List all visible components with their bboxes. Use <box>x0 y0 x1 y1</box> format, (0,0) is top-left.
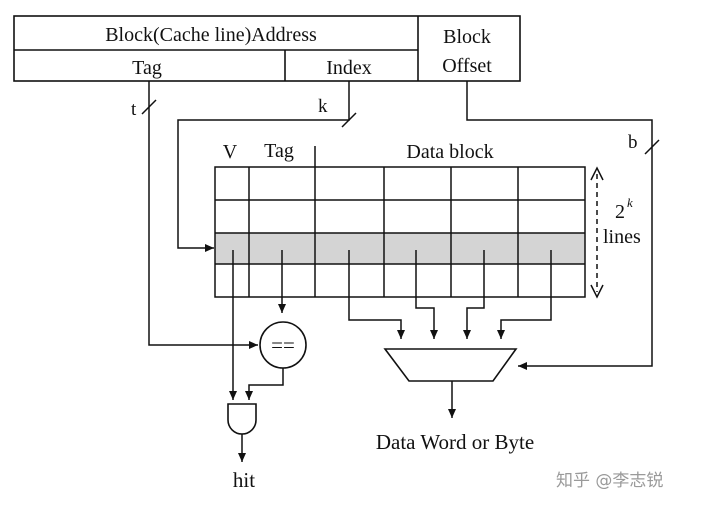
data-block-header: Data block <box>406 141 493 163</box>
hit-label: hit <box>233 468 255 492</box>
index-field-label: Index <box>326 57 372 79</box>
block-offset-label-2: Offset <box>442 55 492 77</box>
tag-bus-slash <box>141 99 157 115</box>
cache-table-grid <box>214 166 586 298</box>
data-word-3-wire <box>463 250 485 339</box>
address-register <box>13 15 521 82</box>
tag-field-label: Tag <box>132 57 162 79</box>
tag-bits-label: t <box>131 99 137 120</box>
data-word-2-wire <box>415 250 438 339</box>
offset-bus-slash <box>644 139 660 155</box>
address-register-frame <box>13 15 521 82</box>
lines-count-base: 2 <box>615 201 625 223</box>
block-offset-label-1: Block <box>443 26 491 48</box>
index-bus-wire <box>177 81 350 252</box>
tag-bus-wire <box>148 81 258 349</box>
lines-count-exponent: k <box>627 195 633 210</box>
index-bus-slash <box>341 112 357 128</box>
and-gate <box>227 403 257 435</box>
data-word-1-wire <box>348 250 405 339</box>
data-word-output-label: Data Word or Byte <box>376 430 534 454</box>
lines-dimension-arrow-up <box>590 166 604 181</box>
block-address-label: Block(Cache line)Address <box>105 24 317 46</box>
data-multiplexer <box>383 348 518 382</box>
data-word-4-wire <box>497 250 552 339</box>
offset-bits-label: b <box>628 132 638 153</box>
selected-cache-line <box>215 233 585 264</box>
lines-dimension <box>590 166 604 299</box>
tag-column-header: Tag <box>264 140 294 162</box>
comparator-symbol: == <box>271 333 295 357</box>
offset-bus-wire <box>466 81 653 370</box>
valid-column-header: V <box>223 141 238 163</box>
lines-count-word: lines <box>603 226 641 248</box>
compare-result-wire <box>245 368 284 400</box>
cache-table-frame <box>214 166 586 298</box>
lines-dimension-arrow-down <box>590 284 604 299</box>
watermark-text: 知乎 @李志锐 <box>556 471 663 491</box>
index-bits-label: k <box>318 96 328 117</box>
